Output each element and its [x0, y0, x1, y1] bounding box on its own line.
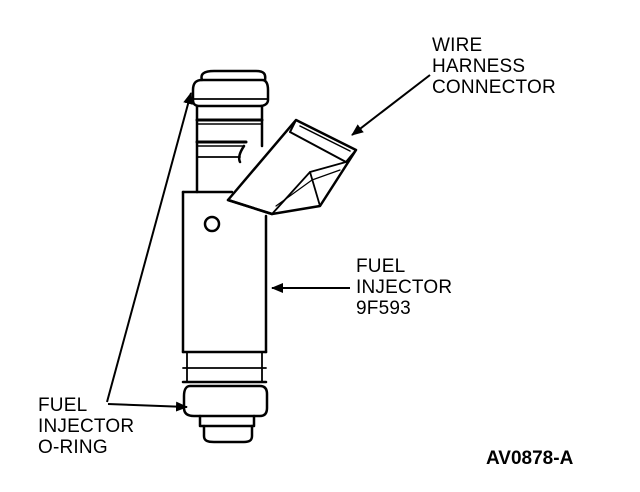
label-line: 9F593 — [356, 298, 411, 319]
top-o-ring — [191, 69, 270, 108]
label-line: FUEL — [356, 256, 406, 277]
label-fuel-injector-o-ring: FUEL INJECTOR O-RING — [38, 395, 134, 458]
label-line: O-RING — [38, 437, 108, 458]
label-line: INJECTOR — [38, 416, 135, 437]
main-body — [181, 190, 268, 384]
label-fuel-injector: FUEL INJECTOR 9F593 — [356, 256, 452, 319]
arrow-wire-harness-connector — [351, 74, 431, 136]
label-line: WIRE — [432, 35, 483, 56]
bottom-o-ring — [182, 384, 269, 444]
label-line: HARNESS — [432, 56, 526, 77]
figure-code: AV0878-A — [486, 448, 574, 469]
label-line: INJECTOR — [356, 277, 453, 298]
label-wire-harness-connector: WIRE HARNESS CONNECTOR — [432, 35, 556, 98]
connector-housing — [226, 118, 358, 216]
arrow-o-ring-bottom — [107, 401, 188, 412]
arrow-o-ring-top — [106, 92, 193, 403]
locator-hole — [203, 215, 221, 233]
label-line: CONNECTOR — [432, 77, 556, 98]
label-line: FUEL — [38, 395, 88, 416]
upper-body — [195, 104, 264, 194]
